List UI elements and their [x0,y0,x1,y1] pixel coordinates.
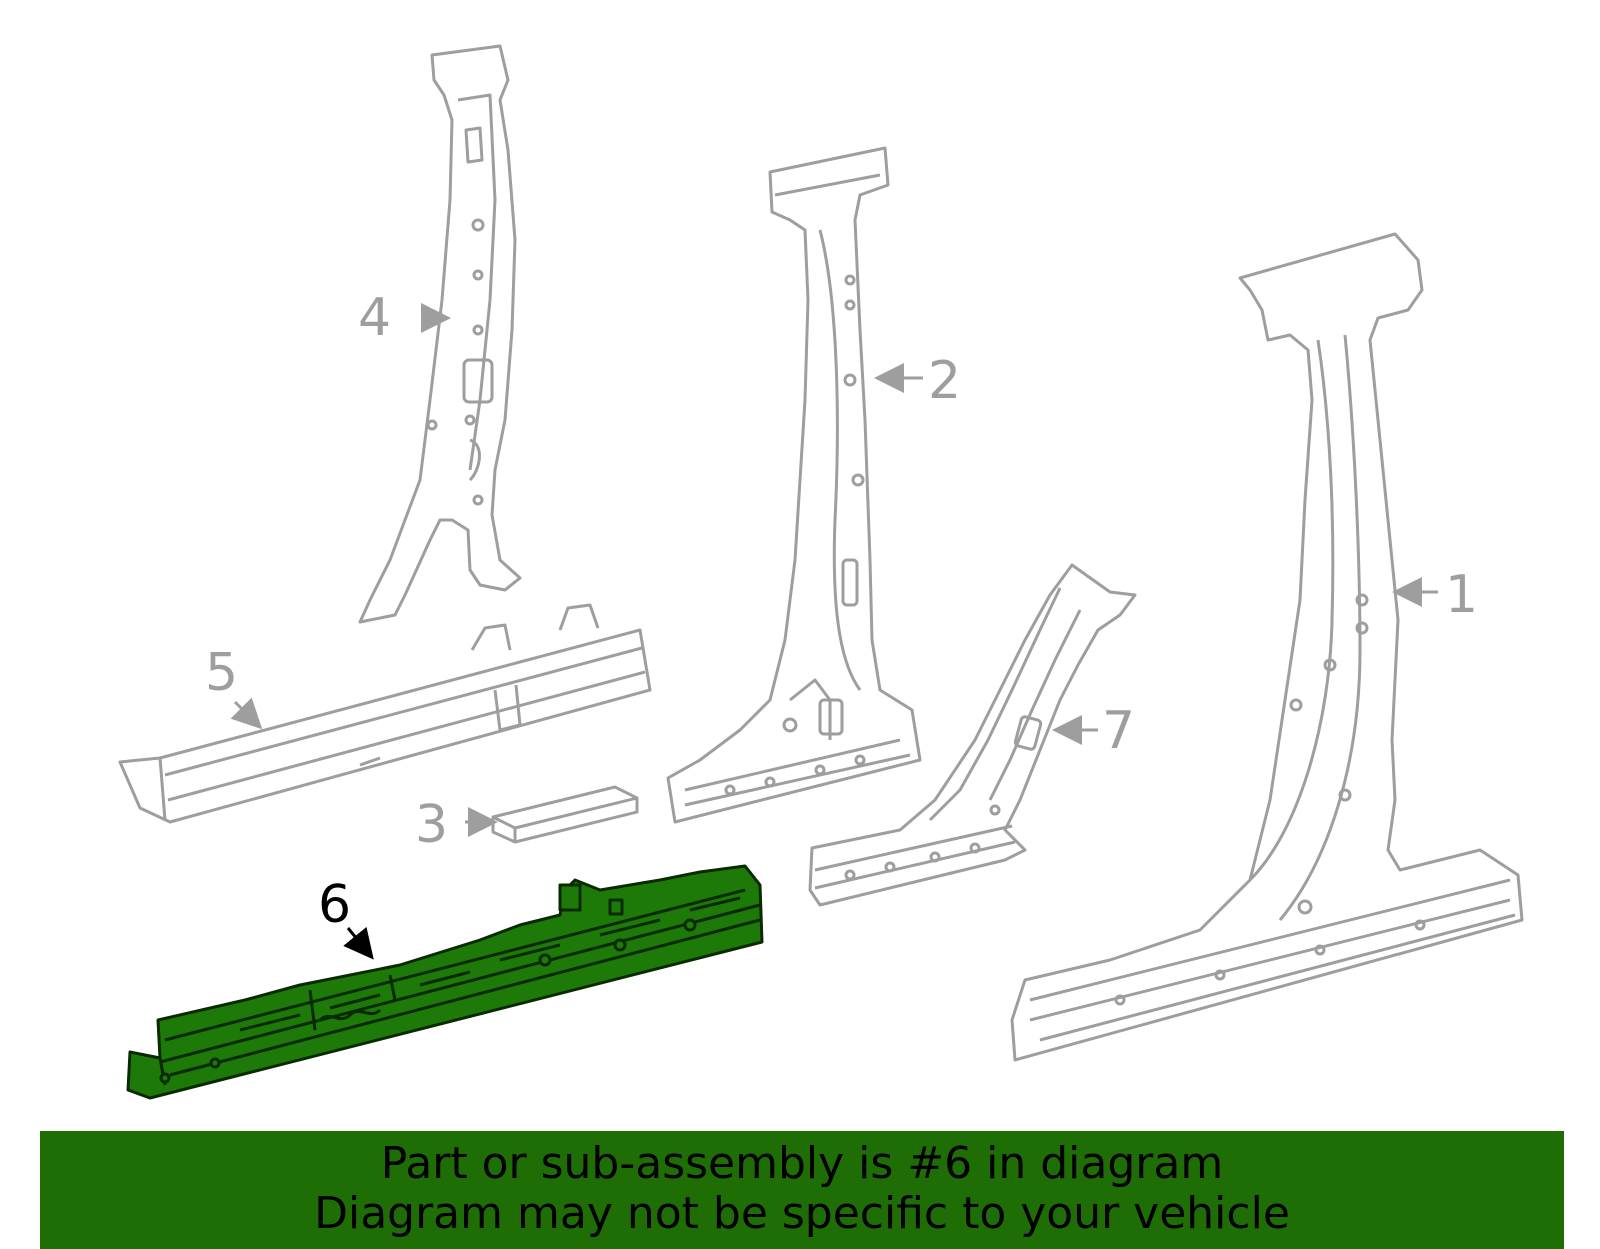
part-3-filler[interactable] [491,785,639,844]
callout-2: 2 [928,351,961,411]
callout-5: 5 [205,643,238,703]
callout-4: 4 [358,288,391,348]
part-1-body-side[interactable] [1010,232,1524,1062]
part-4-pillar[interactable] [358,44,522,624]
callout-3: 3 [415,795,448,855]
callout-7: 7 [1102,701,1135,761]
callout-6: 6 [318,875,351,935]
part-6-rocker-panel-highlighted[interactable] [126,864,764,1100]
banner-line-2: Diagram may not be specific to your vehi… [314,1188,1290,1239]
leader-arrows [230,303,1438,960]
part-7-reinforcement[interactable] [808,563,1137,907]
banner-line-1: Part or sub-assembly is #6 in diagram [380,1138,1224,1189]
info-banner: Part or sub-assembly is #6 in diagram Di… [40,1131,1564,1249]
part-5-rocker-reinforcement[interactable] [118,603,652,824]
callout-1: 1 [1445,565,1478,625]
part-2-pillar[interactable] [666,146,922,824]
